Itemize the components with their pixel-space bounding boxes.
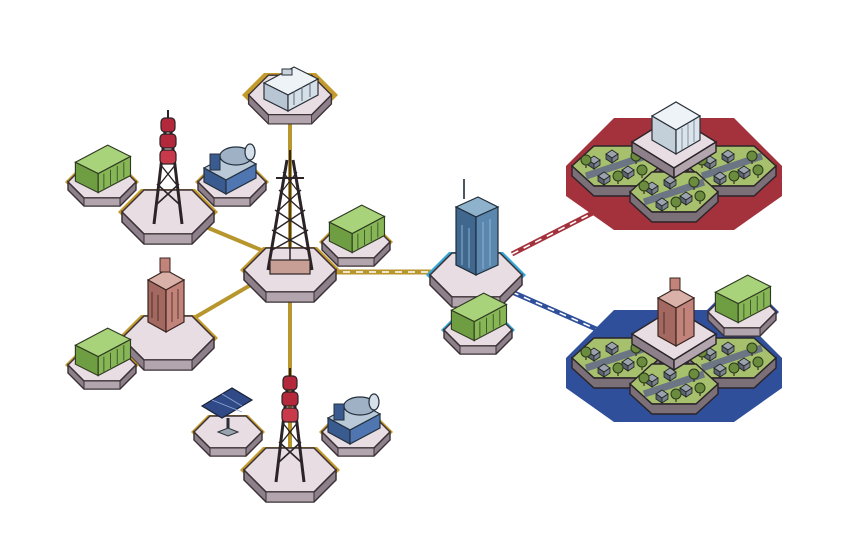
node-brick-building[interactable] [118, 257, 218, 371]
node-office-top[interactable] [242, 66, 338, 125]
node-town-red[interactable] [566, 101, 782, 230]
brick-building-icon [146, 257, 186, 334]
node-generator-bottom[interactable] [319, 393, 393, 457]
node-town-blue[interactable] [566, 277, 782, 422]
town-office-center [630, 101, 718, 180]
node-red-tower-bottom[interactable] [240, 366, 340, 503]
node-container-left-top[interactable] [65, 144, 139, 207]
office-building-icon [650, 101, 702, 156]
node-red-tower-left[interactable] [118, 108, 218, 245]
solar-panel-icon [200, 387, 254, 437]
node-container-left-bottom[interactable] [65, 327, 139, 390]
town-brick-center [630, 277, 718, 372]
brick-building-icon [656, 277, 696, 348]
node-generator-top[interactable] [195, 143, 269, 207]
node-solar-panel[interactable] [191, 387, 265, 457]
node-container-center[interactable] [441, 292, 515, 355]
node-container-right[interactable] [705, 274, 779, 337]
skyscraper-icon [454, 179, 500, 276]
node-skyscraper[interactable] [426, 179, 526, 308]
office-building-icon [262, 66, 320, 112]
node-container-hub[interactable] [319, 204, 393, 267]
node-hub-tower[interactable] [240, 148, 340, 303]
